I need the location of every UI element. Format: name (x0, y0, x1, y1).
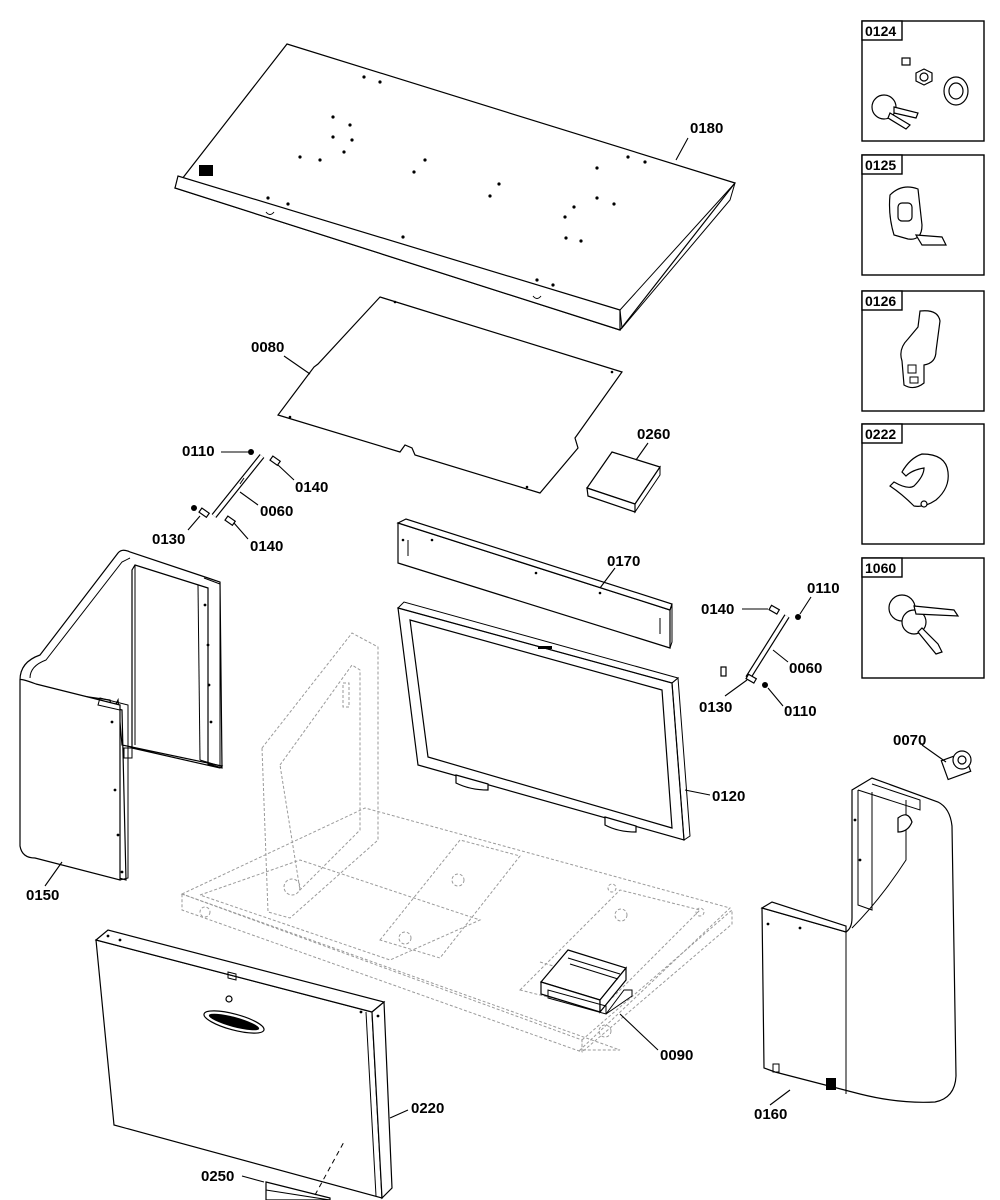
base-frame-ghost (180, 632, 733, 1054)
electrical-box-part (539, 949, 633, 1015)
callout-0110-right-top: 0110 (807, 580, 840, 597)
right-stud-0140b (720, 666, 727, 677)
callout-0250: 0250 (201, 1168, 234, 1185)
inset-label-1060: 1060 (865, 560, 896, 576)
inset-0222: 0222 (861, 423, 985, 545)
inset-label-0222: 0222 (865, 426, 896, 442)
front-door-part (94, 929, 393, 1200)
kick-plate-part (265, 1139, 346, 1200)
lock-cylinder-kit-icon (871, 57, 969, 130)
callout-0090: 0090 (660, 1047, 693, 1064)
callout-labels: 0180 0080 0260 0110 0140 0060 0130 0140 … (26, 120, 926, 1185)
inset-0124: 0124 (861, 20, 985, 142)
top-cover-holes (266, 75, 647, 287)
door-frame-part (397, 601, 691, 841)
callout-0060-right: 0060 (789, 660, 822, 677)
inset-0126: 0126 (861, 290, 985, 412)
right-side-panel-part (760, 777, 957, 1103)
callout-0110-left: 0110 (182, 443, 215, 460)
inset-label-0125: 0125 (865, 157, 896, 173)
callout-0080: 0080 (251, 339, 284, 356)
latch-cam-icon (888, 186, 947, 246)
inset-0125: 0125 (861, 154, 985, 276)
left-nut-0110 (248, 449, 254, 455)
left-stud-bottom-0140 (224, 515, 237, 527)
key-set-icon (888, 594, 960, 655)
callout-0140-right: 0140 (701, 601, 734, 618)
latch-tab-icon (900, 310, 941, 389)
right-stud-0130 (745, 673, 758, 684)
callout-0070: 0070 (893, 732, 926, 749)
callout-0160: 0160 (754, 1106, 787, 1123)
callout-0260: 0260 (637, 426, 670, 443)
callout-0140-left-top: 0140 (295, 479, 328, 496)
lock-assembly-part (940, 750, 972, 781)
callout-0140-left-bottom: 0140 (250, 538, 283, 555)
right-nut-0110 (795, 614, 801, 620)
leader-lines (44, 137, 947, 1183)
callout-0110-right-bottom: 0110 (784, 703, 817, 720)
top-rail-part (396, 518, 673, 649)
foam-block-part (586, 451, 661, 514)
callout-0150: 0150 (26, 887, 59, 904)
callout-0060-left: 0060 (260, 503, 293, 520)
callout-0120: 0120 (712, 788, 745, 805)
top-cover-part (173, 43, 737, 331)
right-gas-strut-part (745, 614, 790, 680)
inner-panel-part (277, 296, 623, 494)
left-side-panel-part (19, 549, 224, 881)
callout-0180: 0180 (690, 120, 723, 137)
callout-0130-left: 0130 (152, 531, 185, 548)
left-stud-top-0140 (269, 455, 282, 467)
inset-label-0126: 0126 (865, 293, 896, 309)
right-stud-0140 (768, 604, 781, 615)
left-stud-0130 (198, 507, 211, 519)
hook-cam-icon (889, 453, 949, 508)
inset-1060: 1060 (861, 557, 985, 679)
inset-label-0124: 0124 (865, 23, 896, 39)
left-nut-0110b (191, 505, 197, 511)
callout-0220: 0220 (411, 1100, 444, 1117)
left-gas-strut-part (211, 454, 265, 518)
right-nut-0110b (762, 682, 768, 688)
callout-0130-right: 0130 (699, 699, 732, 716)
callout-0170: 0170 (607, 553, 640, 570)
